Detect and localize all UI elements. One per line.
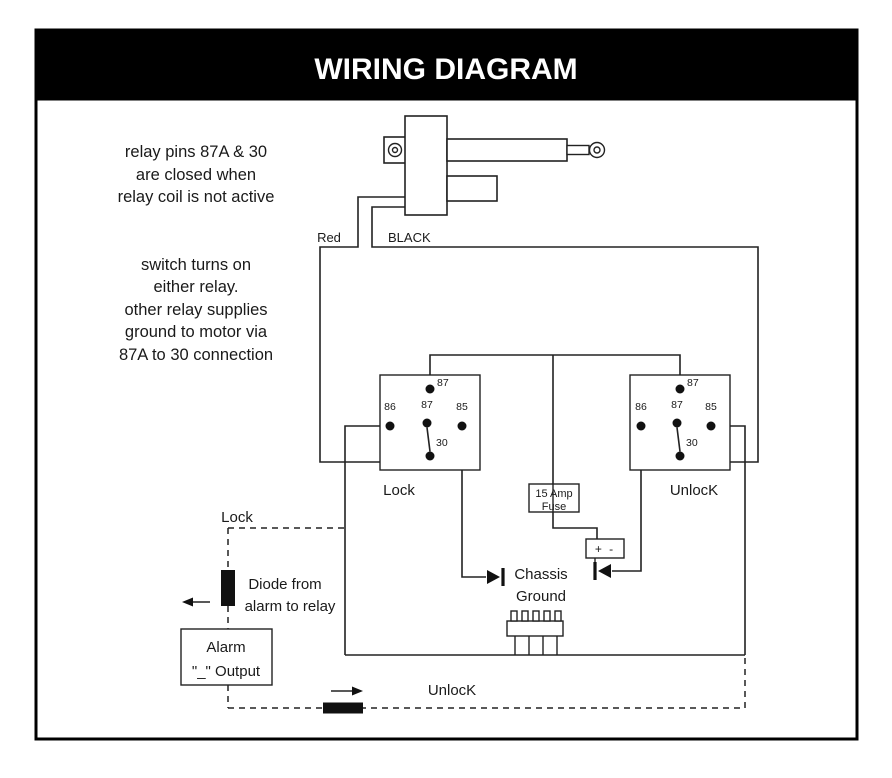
rod-end-ring-inner-icon bbox=[593, 146, 601, 154]
connector-tooth bbox=[521, 610, 529, 622]
note-line: switch turns on bbox=[141, 256, 251, 274]
arrow-left-icon bbox=[182, 597, 193, 607]
relay-lock-caption: Lock bbox=[383, 482, 415, 499]
ground-arrow-left-icon bbox=[487, 570, 500, 584]
note-block-1: relay pins 87A & 30 are closed when rela… bbox=[118, 143, 275, 206]
ground-arrow-right-icon bbox=[598, 564, 611, 578]
pin-87a bbox=[672, 418, 682, 428]
relay-armature bbox=[676, 427, 681, 452]
chassis-ground: Chassis Ground bbox=[487, 562, 611, 605]
connector-tooth bbox=[532, 610, 540, 622]
wire-red-label: Red bbox=[317, 230, 341, 245]
pin-label-87-top: 87 bbox=[437, 377, 449, 389]
fuse: 15 Amp Fuse bbox=[528, 483, 580, 513]
diode-lock bbox=[221, 570, 235, 606]
alarm-output-box bbox=[180, 628, 273, 686]
pin-label-86: 86 bbox=[384, 401, 396, 413]
pin-label-87-top: 87 bbox=[687, 377, 699, 389]
relay-unlock: 87 86 87 85 30 UnlocK bbox=[629, 374, 731, 499]
fuse-box bbox=[528, 483, 580, 513]
fuse-label-line2: Fuse bbox=[542, 501, 566, 513]
pin-87a bbox=[422, 418, 432, 428]
battery: + - bbox=[585, 538, 625, 562]
chassis-ground-label-line1: Chassis bbox=[514, 566, 567, 583]
note-line: 87A to 30 connection bbox=[119, 346, 273, 364]
relay-lock: 87 86 87 85 30 Lock bbox=[379, 374, 481, 499]
connector-tooth bbox=[554, 610, 562, 622]
connector-tooth bbox=[510, 610, 518, 622]
note-line: either relay. bbox=[154, 278, 239, 296]
note-line: are closed when bbox=[136, 166, 256, 184]
actuator-drawing bbox=[383, 115, 606, 216]
fuse-label-line1: 15 Amp bbox=[535, 488, 572, 500]
pin-86 bbox=[636, 421, 646, 431]
pin-label-87a: 87 bbox=[421, 399, 433, 411]
relay-armature bbox=[426, 427, 431, 452]
relay-unlock-caption: UnlocK bbox=[670, 482, 718, 499]
pin-85 bbox=[457, 421, 467, 431]
note-line: ground to motor via bbox=[125, 323, 268, 341]
pin-label-30: 30 bbox=[436, 437, 448, 449]
actuator-piston bbox=[566, 144, 590, 156]
actuator-rod bbox=[446, 138, 568, 162]
note-block-2: switch turns on either relay. other rela… bbox=[119, 256, 273, 364]
alarm-lock-wire-label: Lock bbox=[221, 509, 253, 526]
alarm-section: Lock Diode from alarm to relay Alarm "_"… bbox=[180, 509, 746, 714]
mount-ring-inner-icon bbox=[391, 146, 399, 154]
pin-87-top bbox=[675, 384, 685, 394]
pin-30 bbox=[675, 451, 685, 461]
wire-fuse-battery bbox=[552, 512, 598, 539]
pin-30 bbox=[425, 451, 435, 461]
wire-unlock-86-ground bbox=[612, 426, 642, 572]
note-line: other relay supplies bbox=[124, 301, 267, 319]
diode-unlock bbox=[323, 702, 363, 714]
arrow-right-icon bbox=[352, 686, 363, 696]
alarm-unlock-wire-label: UnlocK bbox=[428, 682, 476, 699]
actuator-body bbox=[404, 115, 448, 216]
title-bar bbox=[37, 31, 856, 101]
note-line: relay pins 87A & 30 bbox=[125, 143, 267, 161]
chassis-ground-label-line2: Ground bbox=[516, 588, 566, 605]
wire-black-label: BLACK bbox=[388, 230, 431, 245]
switch-connector bbox=[506, 610, 564, 655]
alarm-box-line1: Alarm bbox=[206, 639, 245, 656]
pin-label-30: 30 bbox=[686, 437, 698, 449]
note-line: relay coil is not active bbox=[118, 188, 275, 206]
connector-tooth bbox=[543, 610, 551, 622]
actuator-lower-bracket bbox=[446, 175, 498, 202]
pin-label-85: 85 bbox=[456, 401, 468, 413]
diode-note-line2: alarm to relay bbox=[245, 598, 336, 615]
pin-87-top bbox=[425, 384, 435, 394]
battery-box bbox=[585, 538, 625, 559]
wire-lock-85-ground bbox=[461, 426, 486, 578]
alarm-box-line2: "_" Output bbox=[192, 663, 261, 680]
pin-label-87a: 87 bbox=[671, 399, 683, 411]
pin-86 bbox=[385, 421, 395, 431]
wire-87-bus bbox=[429, 354, 681, 389]
connector-body bbox=[506, 620, 564, 637]
battery-terminals-label: + - bbox=[595, 542, 615, 556]
pin-label-86: 86 bbox=[635, 401, 647, 413]
page-title: WIRING DIAGRAM bbox=[314, 53, 577, 86]
diode-note-line1: Diode from bbox=[248, 576, 321, 593]
pin-85 bbox=[706, 421, 716, 431]
pin-label-85: 85 bbox=[705, 401, 717, 413]
wire-lock-86 bbox=[344, 425, 390, 655]
